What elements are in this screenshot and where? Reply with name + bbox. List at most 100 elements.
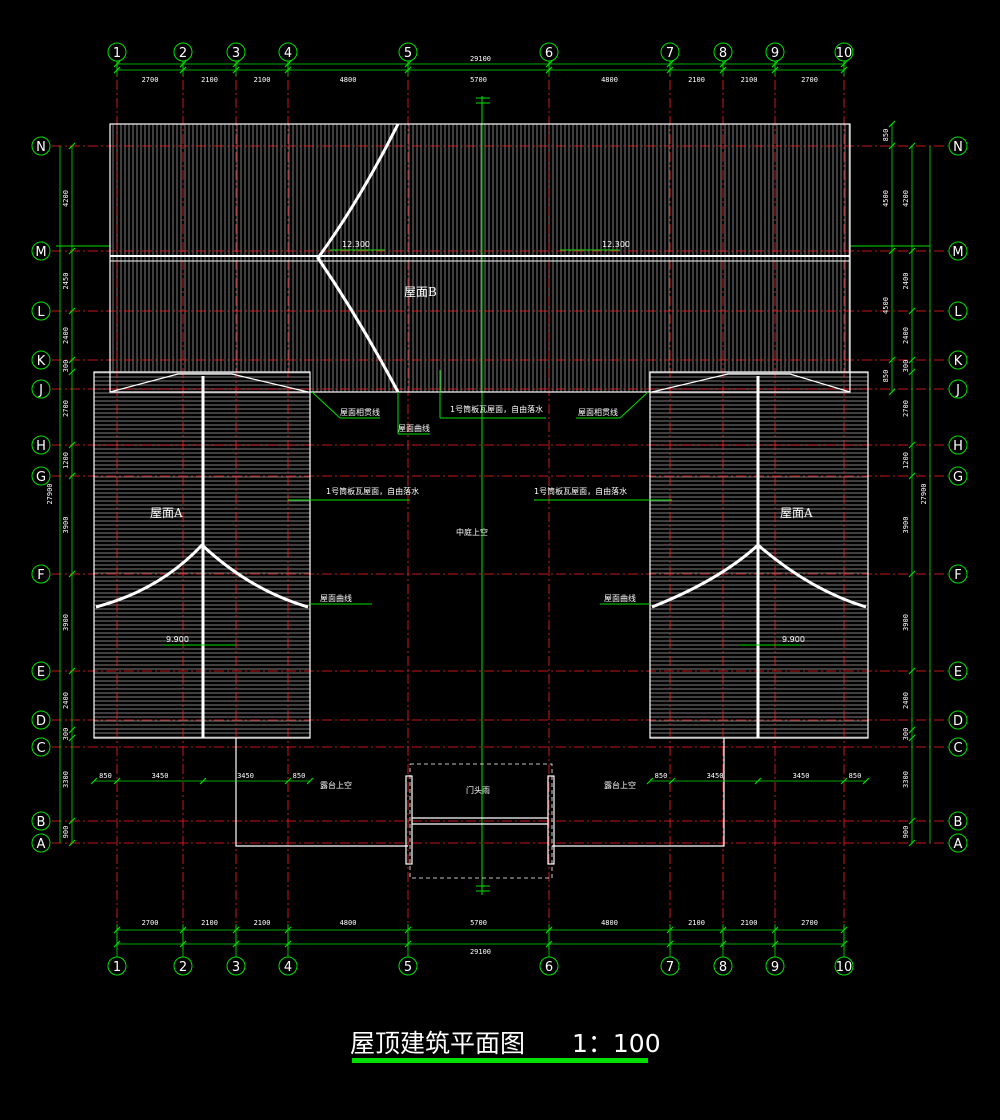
axis-bubble-bottom-2: 2	[173, 956, 193, 976]
svg-text:8: 8	[719, 960, 727, 975]
dim-v-left-8: 3900	[62, 614, 70, 631]
dim-h-top-2: 2100	[201, 76, 218, 84]
axis-bubble-left-H: H	[31, 435, 51, 455]
axis-bubble-bottom-5: 5	[398, 956, 418, 976]
axis-bubble-right-J: J	[948, 379, 968, 399]
dim-v-left-6: 1200	[62, 452, 70, 469]
dim-balcony-right-1: 850	[655, 772, 668, 780]
svg-text:5: 5	[404, 46, 412, 61]
axis-bubble-left-C: C	[31, 737, 51, 757]
dim-v-right-total: 27900	[920, 483, 928, 504]
svg-text:H: H	[36, 439, 46, 454]
dim-balcony-right-4: 850	[849, 772, 862, 780]
svg-text:10: 10	[836, 46, 853, 61]
svg-text:7: 7	[666, 960, 674, 975]
dim-v-right-1: 4200	[902, 190, 910, 207]
axis-bubble-bottom-9: 9	[765, 956, 785, 976]
axis-bubble-left-K: K	[31, 350, 51, 370]
svg-text:M: M	[35, 245, 46, 260]
dim-h-total-bottom: 29100	[470, 948, 491, 956]
roof-curve-left: 屋面曲线	[320, 593, 352, 603]
svg-text:B: B	[954, 815, 963, 830]
dim-v-right-8: 3900	[902, 614, 910, 631]
roof-intersection-left: 屋面相贯线	[340, 407, 380, 417]
center-lines	[56, 96, 930, 895]
svg-text:2: 2	[179, 46, 187, 61]
dim-balcony-left-2: 3450	[152, 772, 169, 780]
axis-bubble-top-7: 7	[660, 42, 680, 62]
axis-bubble-right-D: D	[948, 710, 968, 730]
dim-h-bottom-4: 4800	[340, 919, 357, 927]
axis-bubble-left-L: L	[31, 301, 51, 321]
roof-b-label: 屋面B	[404, 285, 437, 299]
svg-text:1: 1	[113, 960, 121, 975]
axis-bubble-left-E: E	[31, 661, 51, 681]
svg-text:K: K	[954, 354, 963, 369]
svg-text:A: A	[954, 837, 963, 852]
svg-text:L: L	[954, 305, 962, 320]
dim-v-right-7: 3900	[902, 517, 910, 534]
dim-v-left-12: 900	[62, 826, 70, 839]
svg-text:A: A	[37, 837, 46, 852]
dim-h-top-7: 2100	[688, 76, 705, 84]
dim-h-bottom-7: 2100	[688, 919, 705, 927]
svg-text:E: E	[954, 665, 962, 680]
axis-bubble-bottom-6: 6	[539, 956, 559, 976]
roof-intersection-right: 屋面相贯线	[578, 407, 618, 417]
axis-bubble-left-M: M	[31, 241, 51, 261]
svg-text:M: M	[952, 245, 963, 260]
dim-h-bottom-3: 2100	[254, 919, 271, 927]
axis-bubble-right-A: A	[948, 833, 968, 853]
axis-bubble-right-H: H	[948, 435, 968, 455]
dim-h-top-8: 2100	[741, 76, 758, 84]
axis-bubble-right-E: E	[948, 661, 968, 681]
axis-bubble-bottom-10: 10	[834, 956, 854, 976]
drawing-scale: 1：100	[572, 1029, 661, 1058]
svg-text:K: K	[37, 354, 46, 369]
svg-text:9: 9	[771, 960, 779, 975]
dim-v-left-3: 2400	[62, 327, 70, 344]
dim-v-right-11: 3300	[902, 771, 910, 788]
axis-bubble-top-1: 1	[107, 42, 127, 62]
dim-v-left-7: 3900	[62, 517, 70, 534]
svg-text:1: 1	[113, 46, 121, 61]
tile-roof-right: 1号筒板瓦屋面，自由落水	[534, 486, 627, 496]
tile-roof-left: 1号筒板瓦屋面，自由落水	[326, 486, 419, 496]
dim-h-total-top: 29100	[470, 55, 491, 63]
dim-v-left-10: 300	[62, 728, 70, 741]
courtyard-label: 中庭上空	[456, 527, 488, 537]
svg-text:H: H	[953, 439, 963, 454]
svg-text:N: N	[953, 140, 963, 155]
dim-v-right-12: 900	[902, 826, 910, 839]
axis-bubble-left-D: D	[31, 710, 51, 730]
axis-bubble-top-10: 10	[834, 42, 854, 62]
dim-v-left-2: 2450	[62, 273, 70, 290]
gate-roof-label: 门头雨	[466, 785, 490, 795]
title-block: 屋顶建筑平面图 1：100	[350, 1024, 661, 1064]
wing-elevation-left: 9.900	[166, 635, 189, 644]
svg-text:4: 4	[284, 46, 292, 61]
dim-h-top-9: 2700	[801, 76, 818, 84]
axis-bubble-left-A: A	[31, 833, 51, 853]
axis-bubble-bottom-8: 8	[713, 956, 733, 976]
axis-bubble-right-C: C	[948, 737, 968, 757]
axis-bubble-top-4: 4	[278, 42, 298, 62]
svg-text:F: F	[954, 568, 961, 583]
roof-b-hatch	[110, 124, 850, 392]
axis-bubble-right-N: N	[948, 136, 968, 156]
axis-bubble-right-L: L	[948, 301, 968, 321]
dim-balcony-right-2: 3450	[707, 772, 724, 780]
svg-text:C: C	[953, 741, 962, 756]
svg-text:J: J	[955, 383, 960, 398]
axis-bubble-left-N: N	[31, 136, 51, 156]
axis-bubble-bottom-7: 7	[660, 956, 680, 976]
svg-text:6: 6	[545, 46, 553, 61]
roof-a-left-label: 屋面A	[150, 506, 183, 520]
svg-text:G: G	[953, 470, 963, 485]
dim-h-bottom-6: 4800	[601, 919, 618, 927]
axis-bubble-bottom-4: 4	[278, 956, 298, 976]
dim-v-right-4: 300	[902, 360, 910, 373]
axis-bubble-right-F: F	[948, 564, 968, 584]
